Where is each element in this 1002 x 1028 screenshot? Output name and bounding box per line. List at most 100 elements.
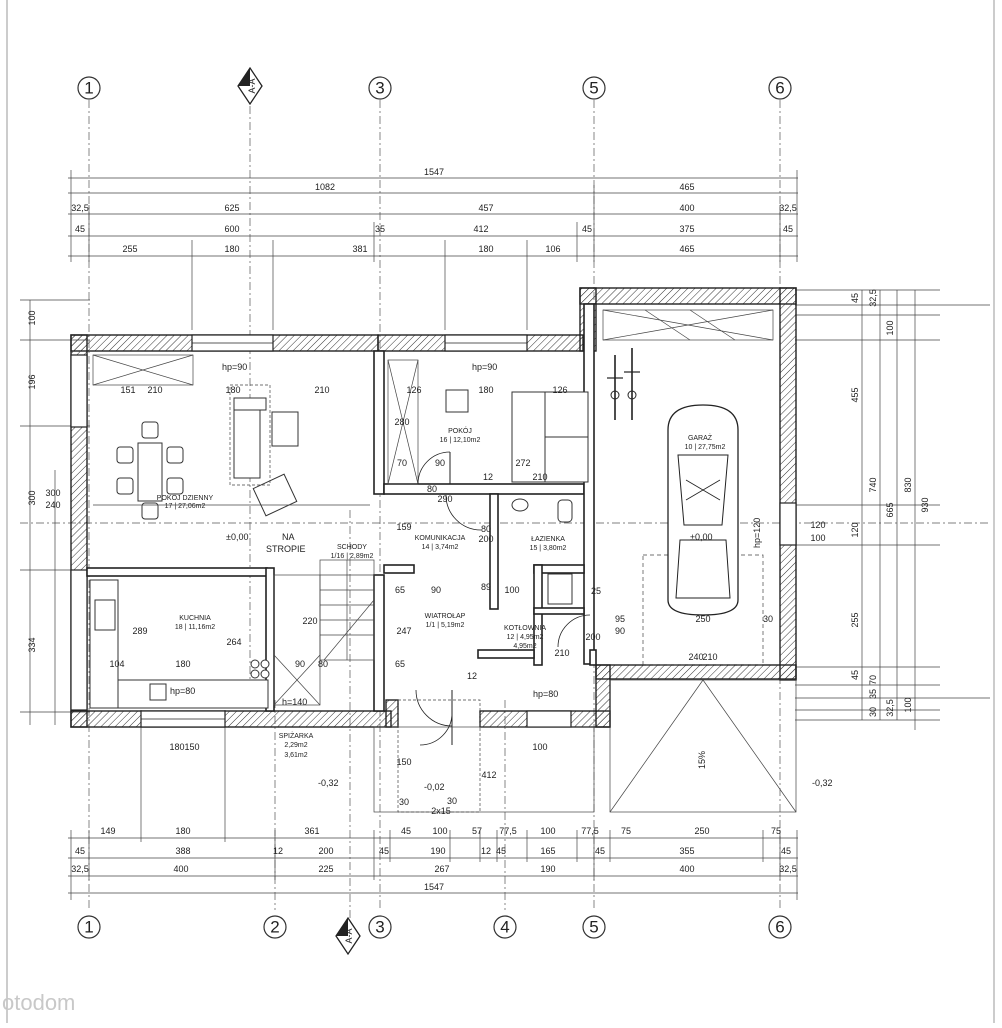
- room-area-bedroom: 16 | 12,10m2: [440, 437, 481, 444]
- dim-label: 120: [810, 520, 825, 530]
- dim-label: 35: [868, 689, 878, 699]
- dim-label: 30: [447, 796, 457, 806]
- dim-label: 90: [431, 585, 441, 595]
- room-name-bathroom: ŁAZIENKA: [531, 536, 565, 543]
- dim-label: 180: [224, 244, 239, 254]
- dim-label: 180: [225, 385, 240, 395]
- axis-label: 1: [84, 79, 93, 98]
- dim-label: 65: [395, 659, 405, 669]
- dim-label: 412: [473, 224, 488, 234]
- dim-label: 32,5: [779, 203, 797, 213]
- dim-total-bottom: 1547: [424, 882, 444, 892]
- sink-icon: [511, 498, 529, 512]
- room-name-garage: GARAŻ: [688, 433, 713, 442]
- hp-label: h=140: [282, 697, 307, 707]
- section-marker-label: A-A: [247, 78, 257, 93]
- sink-kitchen-icon: [149, 683, 167, 701]
- dim-label: 100: [903, 697, 913, 712]
- room-name-communication: KOMUNIKACJA: [415, 535, 466, 542]
- dim-label: 45: [783, 224, 793, 234]
- room-area-kitchen: 18 | 11,16m2: [175, 624, 215, 631]
- dim-label: 225: [318, 864, 333, 874]
- level-outside: -0,32: [812, 778, 833, 788]
- axis-marker-1-bottom: 1: [77, 915, 101, 939]
- dim-label: 65: [395, 585, 405, 595]
- dim-label: 388: [175, 846, 190, 856]
- dim-label: 400: [679, 203, 694, 213]
- dim-label: 149: [100, 826, 115, 836]
- axis-label: 2: [270, 918, 279, 937]
- dim-label: 190: [430, 846, 445, 856]
- car-icon: [667, 404, 739, 616]
- dim-label: 75: [621, 826, 631, 836]
- room-area-pantry-2: 3,61m2: [284, 752, 307, 759]
- dim-label: 77,5: [581, 826, 599, 836]
- axis-marker-5-top: 5: [582, 76, 606, 100]
- axis-marker-4-bottom: 4: [493, 915, 517, 939]
- dim-label: 45: [401, 826, 411, 836]
- dim-label: 180: [169, 742, 184, 752]
- dim-label: 80: [427, 484, 437, 494]
- dim-label: 2x15: [431, 806, 451, 816]
- dim-label: 150: [184, 742, 199, 752]
- dim-label: 255: [122, 244, 137, 254]
- room-area-wardrobe: 1/1 | 5,19m2: [426, 622, 465, 629]
- sofa-icon: [233, 397, 299, 517]
- room-name-stairs: SCHODY: [337, 544, 367, 551]
- room-name-wardrobe: WIATROŁAP: [425, 613, 466, 620]
- axis-marker-5-bottom: 5: [582, 915, 606, 939]
- dim-label: 100: [432, 826, 447, 836]
- room-area-garage: 10 | 27,75m2: [685, 444, 726, 451]
- dim-label: 740: [868, 477, 878, 492]
- hp-label: hp=90: [222, 362, 247, 372]
- dim-label: 220: [302, 616, 317, 626]
- axis-marker-1-top: 1: [77, 76, 101, 100]
- dim-label: 150: [396, 757, 411, 767]
- axis-markers-top: 1 3 5 6: [77, 76, 792, 100]
- dim-label: 210: [702, 652, 717, 662]
- axis-label: 5: [589, 918, 598, 937]
- dim-label: 250: [694, 826, 709, 836]
- axis-label: 6: [775, 918, 784, 937]
- watermark: otodom: [2, 990, 75, 1015]
- dim-label: 180: [175, 826, 190, 836]
- room-area-living: 17 | 27,06m2: [165, 503, 206, 510]
- room-area-pantry: 2,29m2: [284, 742, 307, 749]
- garage: GARAŻ 10 | 27,75m2 ±0,00: [602, 309, 774, 666]
- hp-label: hp=80: [170, 686, 195, 696]
- dim-label: 90: [295, 659, 305, 669]
- dim-label: 180: [478, 385, 493, 395]
- dim-label: 100: [810, 533, 825, 543]
- dim-label: 45: [582, 224, 592, 234]
- dim-label: 30: [868, 707, 878, 717]
- dim-label: 210: [554, 648, 569, 658]
- hp-label: hp=120: [752, 518, 762, 548]
- na-stropie-label: NA: [282, 532, 295, 542]
- dim-label: 45: [595, 846, 605, 856]
- dim-label: 625: [224, 203, 239, 213]
- dim-label: 665: [885, 502, 895, 517]
- dim-label: 151: [120, 385, 135, 395]
- dim-label: 100: [540, 826, 555, 836]
- dim-label: 45: [850, 670, 860, 680]
- axis-label: 3: [375, 79, 384, 98]
- dim-label: 89: [481, 582, 491, 592]
- dim-label: 930: [920, 497, 930, 512]
- dim-label: 280: [394, 417, 409, 427]
- dimension-chains-right: 45 32,5 100 455 740 665 830 930 120 100 …: [795, 289, 990, 730]
- dim-label: 32,5: [71, 864, 89, 874]
- bicycle-icon: [607, 348, 640, 420]
- fridge-icon: [94, 599, 116, 631]
- dim-label: 45: [850, 293, 860, 303]
- dim-label: 300: [45, 488, 60, 498]
- axis-label: 4: [500, 918, 509, 937]
- dim-label: 100: [532, 742, 547, 752]
- level-outside: -0,02: [424, 782, 445, 792]
- dim-label: 75: [771, 826, 781, 836]
- dim-label: 32,5: [779, 864, 797, 874]
- dim-label: 200: [585, 632, 600, 642]
- axis-markers-bottom: 1 2 3 4 5 6: [77, 915, 792, 939]
- windows: [70, 334, 797, 728]
- dim-label: 1082: [315, 182, 335, 192]
